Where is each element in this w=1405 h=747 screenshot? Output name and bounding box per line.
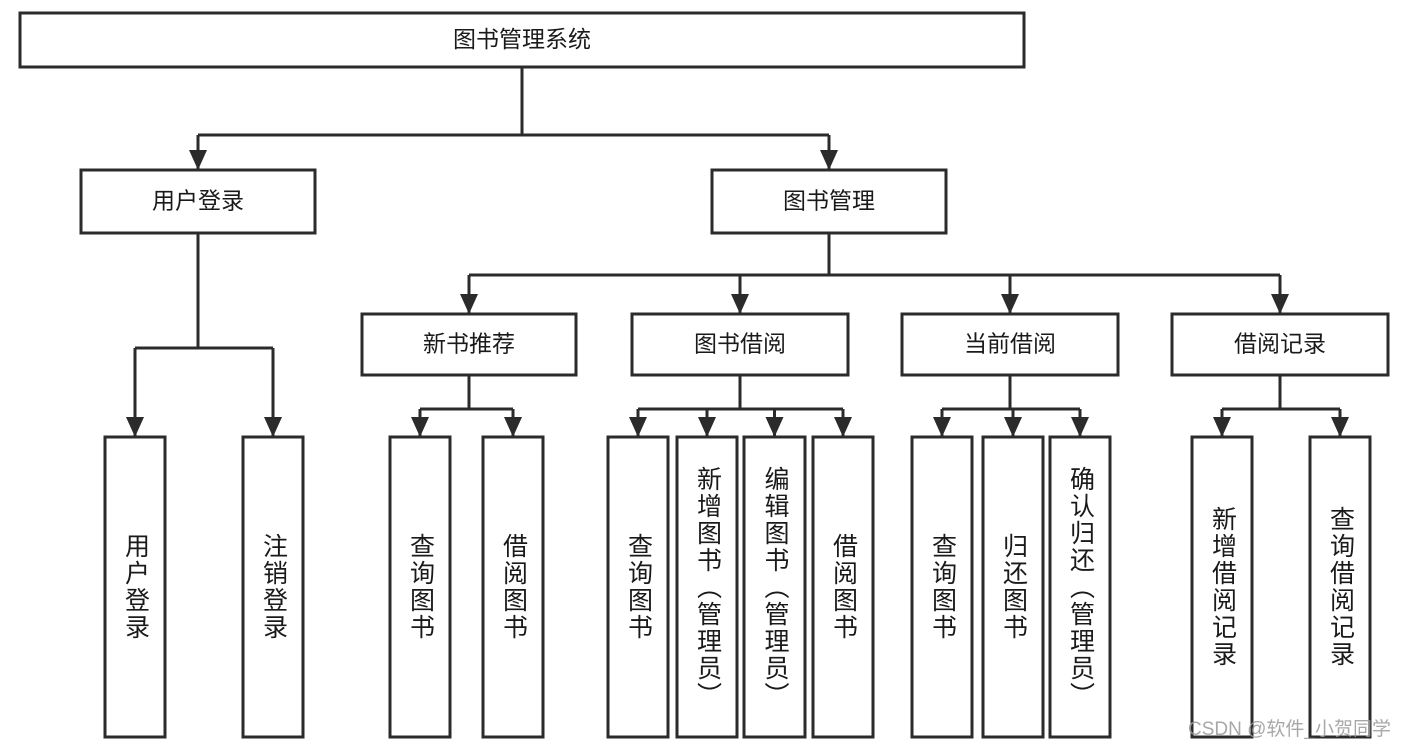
arrow-head-icon-leaf-return-book: [1004, 417, 1022, 437]
node-box-leaf-query-book-2[interactable]: [606, 435, 670, 739]
node-box-leaf-query-book-1[interactable]: [388, 435, 452, 739]
node-box-leaf-query-record[interactable]: [1308, 435, 1372, 739]
node-box-leaf-confirm-return[interactable]: [1048, 435, 1112, 739]
node-label-current-borrow: 当前借阅: [964, 331, 1056, 357]
arrow-head-icon-current-borrow: [1001, 294, 1019, 314]
node-label-book-manage: 图书管理: [783, 188, 875, 214]
arrow-head-icon-leaf-add-book: [698, 417, 716, 437]
node-box-leaf-edit-book[interactable]: [742, 435, 807, 739]
arrow-head-icon-leaf-borrow-book-2: [834, 417, 852, 437]
node-box-leaf-borrow-book-2[interactable]: [811, 435, 875, 739]
arrow-head-icon-leaf-query-book-3: [933, 417, 951, 437]
node-box-borrow-record[interactable]: [1170, 312, 1390, 377]
node-box-current-borrow[interactable]: [900, 312, 1120, 377]
node-label-book-borrow: 图书借阅: [694, 331, 786, 357]
node-box-leaf-return-book[interactable]: [981, 435, 1045, 739]
connectors-layer: [126, 67, 1349, 437]
arrow-head-icon-leaf-edit-book: [765, 417, 784, 437]
arrow-head-icon-leaf-user-login: [126, 417, 144, 437]
arrow-head-icon-leaf-borrow-book-1: [504, 417, 522, 437]
arrow-head-icon-leaf-confirm-return: [1071, 417, 1089, 437]
arrow-head-icon-leaf-query-record: [1331, 417, 1349, 437]
node-box-leaf-add-book[interactable]: [675, 435, 739, 739]
watermark-text: CSDN @软件_小贺同学: [1188, 719, 1391, 740]
node-box-leaf-borrow-book-1[interactable]: [481, 435, 545, 739]
arrow-head-icon-new-book-rec: [460, 294, 478, 314]
arrow-head-icon-leaf-logout: [264, 417, 282, 437]
node-label-user-login: 用户登录: [152, 188, 244, 214]
node-label-root: 图书管理系统: [453, 26, 591, 52]
node-box-leaf-logout[interactable]: [241, 435, 305, 739]
arrow-head-icon-leaf-query-book-2: [629, 417, 647, 437]
node-box-leaf-add-record[interactable]: [1190, 435, 1254, 739]
node-box-leaf-query-book-3[interactable]: [910, 435, 974, 739]
node-label-new-book-rec: 新书推荐: [423, 331, 515, 357]
node-box-new-book-rec[interactable]: [360, 312, 578, 377]
arrow-head-icon-book-borrow: [731, 294, 749, 314]
arrow-head-icon-user-login: [189, 150, 207, 170]
arrow-head-icon-borrow-record: [1271, 294, 1289, 314]
arrow-head-icon-book-manage: [820, 150, 838, 170]
arrow-head-icon-leaf-query-book-1: [411, 417, 429, 437]
node-box-leaf-user-login[interactable]: [103, 435, 167, 739]
boxes-layer: [18, 11, 1390, 739]
node-box-book-borrow[interactable]: [630, 312, 850, 377]
arrow-head-icon-leaf-add-record: [1213, 417, 1231, 437]
node-label-borrow-record: 借阅记录: [1234, 331, 1326, 357]
node-box-root[interactable]: [18, 11, 1026, 69]
node-box-user-login[interactable]: [79, 168, 317, 235]
node-box-book-manage[interactable]: [710, 168, 948, 235]
